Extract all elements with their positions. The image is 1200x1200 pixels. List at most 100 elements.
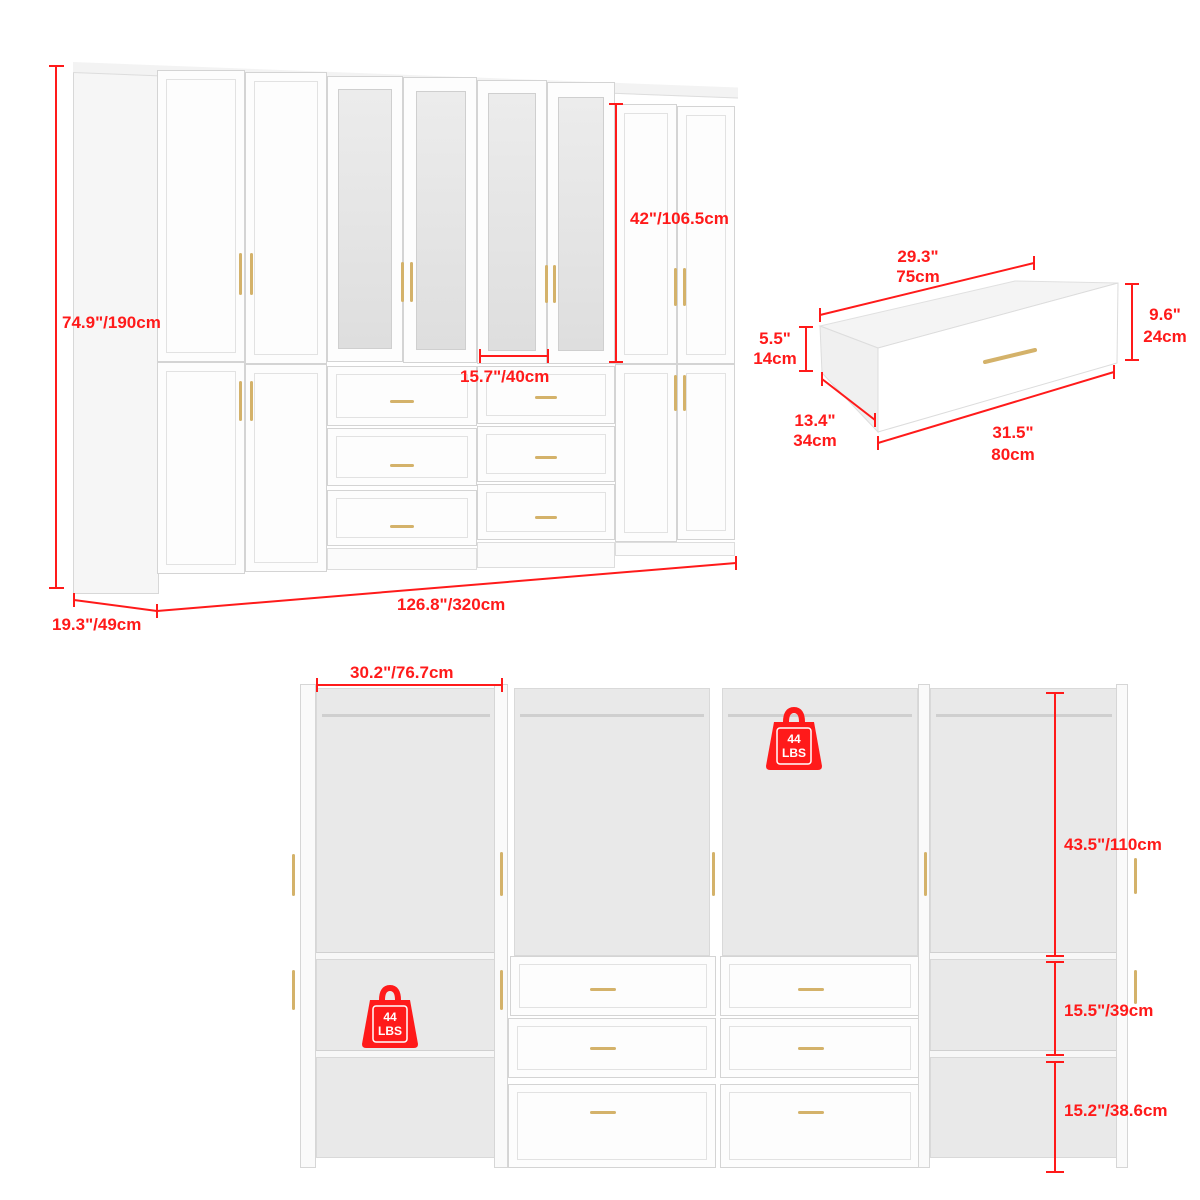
handle-icon (535, 456, 557, 459)
glass-door-width-label: 15.7"/40cm (460, 367, 550, 386)
handle-icon (798, 1111, 824, 1114)
handle-icon (924, 852, 927, 896)
weight-unit: LBS (782, 746, 806, 760)
handle-icon (683, 268, 686, 306)
hanging-rod (936, 714, 1112, 717)
handle-icon (683, 375, 686, 411)
glass-door-1[interactable] (327, 76, 403, 362)
open-door-left[interactable] (918, 684, 930, 1168)
door-left-upper-2[interactable] (245, 72, 327, 364)
handle-icon (390, 464, 414, 467)
weight-unit: LBS (378, 1024, 402, 1038)
hanging-rod (728, 714, 912, 717)
drawer-side-height-cm: 14cm (753, 349, 797, 368)
handle-icon (410, 262, 413, 302)
drawer-side-height-in: 5.5" (759, 329, 791, 348)
door-right-upper-2[interactable] (677, 106, 735, 364)
drawer-depth-in: 13.4" (794, 411, 836, 430)
unit-3-interior (722, 688, 918, 956)
shelf (930, 952, 1118, 960)
drawer-front[interactable] (510, 956, 716, 1016)
handle-icon (798, 988, 824, 991)
door-left-lower-2[interactable] (245, 364, 327, 572)
drawer-depth-cm: 34cm (793, 431, 837, 450)
handle-icon (500, 970, 503, 1010)
drawer-back-width-cm: 75cm (896, 267, 940, 286)
handle-icon (590, 988, 616, 991)
weight-icon (766, 706, 822, 770)
drawer-front-width-in: 31.5" (992, 423, 1034, 442)
drawer-front-height-in: 9.6" (1149, 305, 1181, 324)
handle-icon (390, 400, 414, 403)
hanging-rod (322, 714, 490, 717)
handle-icon (250, 381, 253, 421)
handle-icon (535, 516, 557, 519)
shelf (316, 952, 496, 960)
drawer-front[interactable] (477, 366, 615, 424)
open-door-left[interactable] (300, 684, 316, 1168)
handle-icon (390, 525, 414, 528)
weight-icon (362, 984, 418, 1048)
drawer-front[interactable] (327, 428, 477, 486)
drawer-front[interactable] (720, 1084, 920, 1168)
drawer-front-height-cm: 24cm (1143, 327, 1187, 346)
handle-icon (553, 265, 556, 303)
glass-door-2[interactable] (403, 77, 477, 363)
handle-icon (798, 1047, 824, 1050)
door-right-lower-2[interactable] (677, 364, 735, 540)
handle-icon (535, 396, 557, 399)
glass-door-4[interactable] (547, 82, 615, 364)
drawer-front[interactable] (477, 426, 615, 482)
upper-compartment-height-label: 43.5"/110cm (1064, 835, 1162, 854)
drawer-front[interactable] (477, 484, 615, 540)
upper-glass-height-label: 42"/106.5cm (630, 209, 729, 228)
overall-depth-label: 19.3"/49cm (52, 615, 142, 634)
cabinet-plinth (327, 548, 477, 570)
overall-height-label: 74.9"/190cm (62, 313, 161, 332)
unit-width-label: 30.2"/76.7cm (350, 663, 454, 682)
handle-icon (401, 262, 404, 302)
handle-icon (545, 265, 548, 303)
open-door-right[interactable] (494, 684, 508, 1168)
handle-icon (239, 381, 242, 421)
door-right-upper-1[interactable] (615, 104, 677, 364)
unit-2-interior (514, 688, 710, 956)
handle-icon (1134, 858, 1137, 894)
weight-value: 44 (787, 732, 801, 746)
shelf (316, 1050, 496, 1058)
lower-compartment-height-label: 15.2"/38.6cm (1064, 1101, 1168, 1120)
handle-icon (239, 253, 242, 295)
door-right-lower-1[interactable] (615, 364, 677, 542)
handle-icon (1134, 970, 1137, 1004)
unit-1-interior (316, 688, 496, 1158)
drawer-front[interactable] (720, 956, 920, 1016)
cabinet-plinth (477, 542, 615, 568)
cabinet-side-panel (73, 66, 159, 594)
glass-door-3[interactable] (477, 80, 547, 364)
door-left-upper-1[interactable] (157, 70, 245, 362)
drawer-front[interactable] (508, 1084, 716, 1168)
weight-capacity-badge: 44 LBS (360, 984, 420, 1050)
overall-width-label: 126.8"/320cm (397, 595, 506, 614)
handle-icon (292, 970, 295, 1010)
handle-icon (674, 375, 677, 411)
shelf (930, 1050, 1118, 1058)
weight-value: 44 (383, 1010, 397, 1024)
handle-icon (590, 1111, 616, 1114)
door-left-lower-1[interactable] (157, 362, 245, 574)
drawer-back-width-in: 29.3" (897, 247, 939, 266)
drawer-front-width-cm: 80cm (991, 445, 1035, 464)
handle-icon (500, 852, 503, 896)
cabinet-plinth (615, 542, 735, 556)
handle-icon (250, 253, 253, 295)
handle-icon (590, 1047, 616, 1050)
handle-icon (712, 852, 715, 896)
hanging-rod (520, 714, 704, 717)
handle-icon (674, 268, 677, 306)
drawer-front[interactable] (327, 366, 477, 426)
handle-icon (292, 854, 295, 896)
middle-compartment-height-label: 15.5"/39cm (1064, 1001, 1154, 1020)
drawer-front[interactable] (327, 490, 477, 546)
open-door-right[interactable] (1116, 684, 1128, 1168)
weight-capacity-badge: 44 LBS (764, 706, 824, 772)
